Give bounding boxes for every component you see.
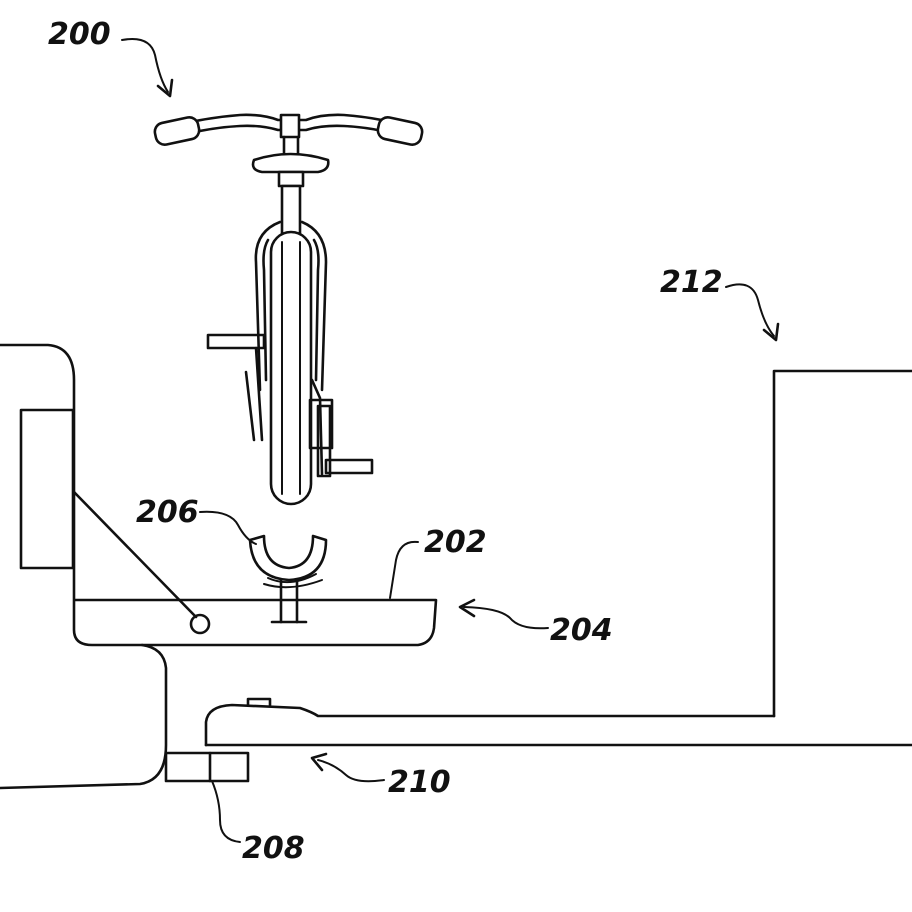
leader-212 <box>725 283 775 337</box>
leader-200 <box>121 38 169 93</box>
label-210: 210 <box>388 765 451 800</box>
pivot-pin <box>189 613 211 635</box>
leader-208 <box>211 780 241 843</box>
leader-202 <box>389 540 419 599</box>
label-212: 212 <box>660 265 723 300</box>
hitch-mount <box>204 697 912 747</box>
vehicle <box>772 369 912 718</box>
reference-labels: 200 212 206 202 204 210 208 <box>48 17 723 866</box>
label-202: 202 <box>424 525 487 560</box>
left-structure <box>0 343 168 790</box>
arrowhead-200 <box>156 78 174 98</box>
hitch-receiver <box>164 751 250 783</box>
arrowhead-212 <box>762 322 780 342</box>
label-200: 200 <box>48 17 111 52</box>
label-204: 204 <box>550 613 613 648</box>
arrowhead-210 <box>310 752 328 772</box>
leader-206 <box>199 510 257 545</box>
bicycle <box>153 113 424 506</box>
rack-body <box>72 490 438 647</box>
leader-210 <box>317 759 385 783</box>
label-208: 208 <box>242 831 305 866</box>
wheel-cradle <box>248 534 328 624</box>
leader-lines <box>121 38 780 843</box>
label-206: 206 <box>136 495 199 530</box>
arrowhead-204 <box>458 598 476 618</box>
leader-204 <box>463 606 549 630</box>
